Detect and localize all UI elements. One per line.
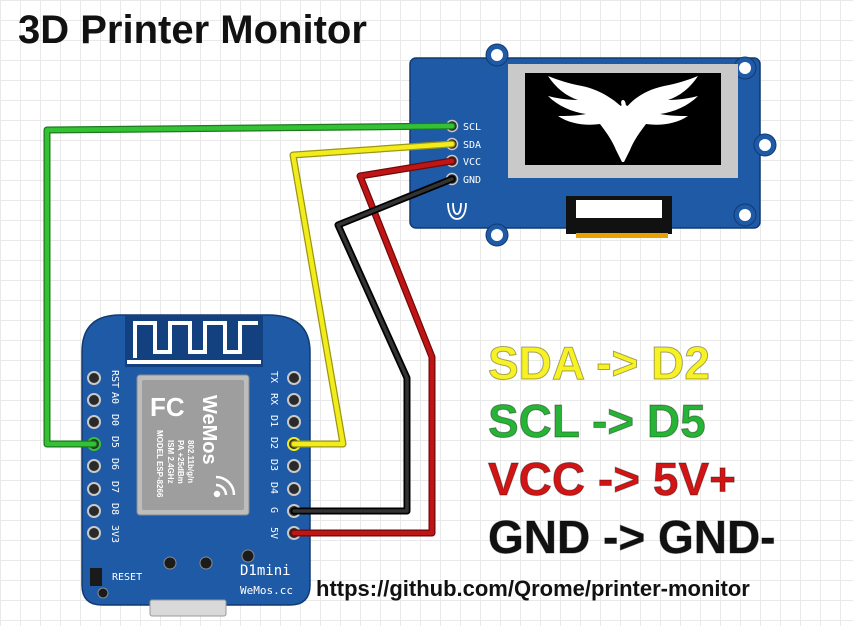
pin-label: 5V xyxy=(268,527,279,539)
project-url[interactable]: https://github.com/Qrome/printer-monitor xyxy=(316,576,750,601)
left-header xyxy=(87,371,101,540)
fc-mark: FC xyxy=(150,392,185,422)
pin-label: D2 xyxy=(268,437,279,449)
board-name: D1mini xyxy=(240,563,291,579)
pin-label: D6 xyxy=(109,458,120,470)
pin-label: D1 xyxy=(268,415,279,427)
pin-label: D4 xyxy=(268,482,279,494)
legend-vcc: VCC -> 5V+ xyxy=(488,453,737,506)
oled-ribbon xyxy=(576,233,668,238)
pin-label: D7 xyxy=(109,481,120,493)
chip-text: PA +25dBm xyxy=(176,440,185,484)
reset-button[interactable] xyxy=(90,568,102,586)
board-brand-footer: WeMos.cc xyxy=(240,584,293,597)
mount-hole xyxy=(739,209,751,221)
pin-label: 3V3 xyxy=(109,525,120,543)
mount-hole xyxy=(759,139,771,151)
legend-sda: SDA -> D2 xyxy=(488,337,711,390)
pin-label: D5 xyxy=(109,436,120,448)
antenna-trace xyxy=(133,321,258,358)
oled-pin-label: GND xyxy=(463,175,481,186)
eagle-icon xyxy=(548,76,698,162)
connection-legend: SDA -> D2 SCL -> D5 VCC -> 5V+ GND -> GN… xyxy=(488,334,776,566)
pin-label: D3 xyxy=(268,459,279,471)
oled-module: SCL SDA VCC GND xyxy=(409,43,777,247)
chip-text: MODEL ESP-8266 xyxy=(155,430,164,498)
oled-pin-label: SCL xyxy=(463,122,481,133)
legend-gnd: GND -> GND- xyxy=(488,511,776,564)
mount-hole xyxy=(739,62,751,74)
pin-label: A0 xyxy=(109,392,120,404)
oled-pin-label: VCC xyxy=(463,157,481,168)
d1-mini-board: FC WeMos MODEL ESP-8266 ISM 2.4GHz PA +2… xyxy=(81,314,311,617)
legend-scl: SCL -> D5 xyxy=(488,395,707,448)
page-title: 3D Printer Monitor xyxy=(18,8,367,52)
pin-label: RST xyxy=(109,370,120,388)
pin-label: RX xyxy=(268,393,279,405)
grove-logo-icon xyxy=(447,202,467,220)
wifi-icon xyxy=(213,475,236,498)
mount-hole xyxy=(491,229,503,241)
chip-text: ISM 2.4GHz xyxy=(166,440,175,484)
pin-label: TX xyxy=(268,371,279,383)
usb-connector xyxy=(149,599,227,617)
pin-label: D8 xyxy=(109,503,120,515)
chip-text: 802.11b/g/n xyxy=(186,440,195,483)
oled-pin-label: SDA xyxy=(463,140,481,151)
mount-hole xyxy=(491,49,503,61)
chip-brand: WeMos xyxy=(198,395,220,465)
reset-label: RESET xyxy=(112,572,142,583)
pin-label: D0 xyxy=(109,414,120,426)
pin-label: G xyxy=(268,507,279,513)
